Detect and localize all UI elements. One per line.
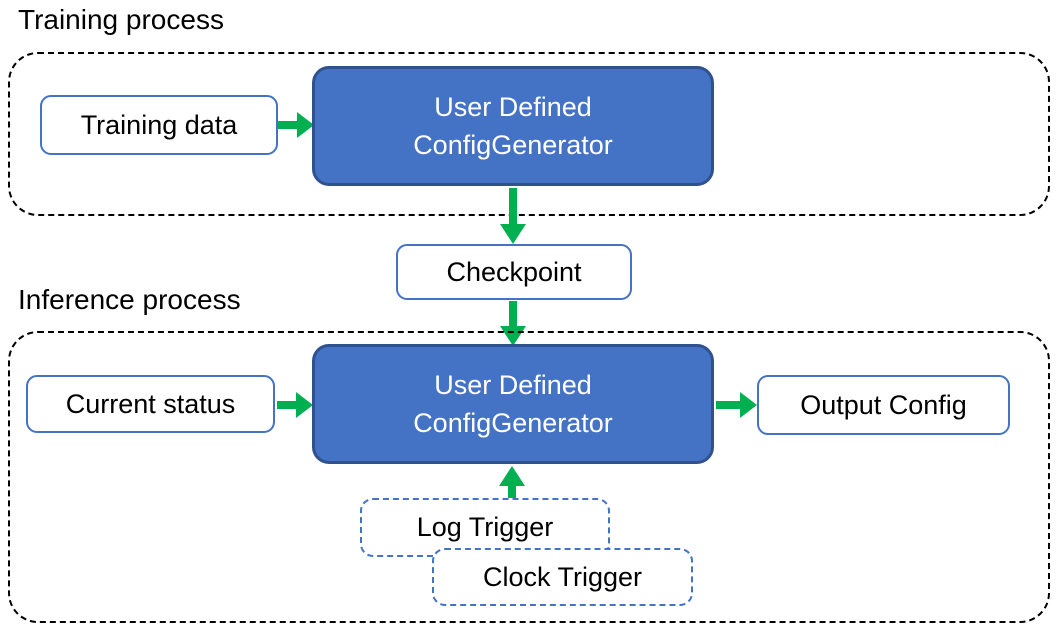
clock-trigger-box: Clock Trigger	[432, 548, 693, 606]
arrow-training-data-to-generator-icon	[278, 112, 314, 138]
training-generator-line2: ConfigGenerator	[413, 130, 613, 160]
training-data-box: Training data	[40, 95, 278, 155]
inference-generator-box: User Defined ConfigGenerator	[312, 344, 714, 464]
training-generator-line1: User Defined	[434, 92, 592, 122]
current-status-box: Current status	[26, 375, 275, 433]
inference-process-container	[8, 331, 1050, 623]
checkpoint-box: Checkpoint	[396, 244, 632, 300]
inference-process-label: Inference process	[18, 284, 241, 315]
training-process-label: Training process	[18, 4, 224, 35]
training-process-container	[8, 52, 1050, 216]
arrow-generator-to-output-icon	[716, 392, 757, 418]
arrow-generator-to-checkpoint-icon	[500, 188, 526, 244]
inference-generator-line1: User Defined	[434, 370, 592, 400]
arrow-checkpoint-to-generator-icon	[500, 301, 526, 346]
log-trigger-box: Log Trigger	[360, 498, 610, 557]
output-config-box: Output Config	[757, 375, 1010, 435]
arrow-trigger-to-generator-icon	[499, 466, 525, 500]
inference-generator-line2: ConfigGenerator	[413, 408, 613, 438]
training-generator-box: User Defined ConfigGenerator	[312, 66, 714, 186]
arrow-current-status-to-generator-icon	[277, 392, 313, 418]
